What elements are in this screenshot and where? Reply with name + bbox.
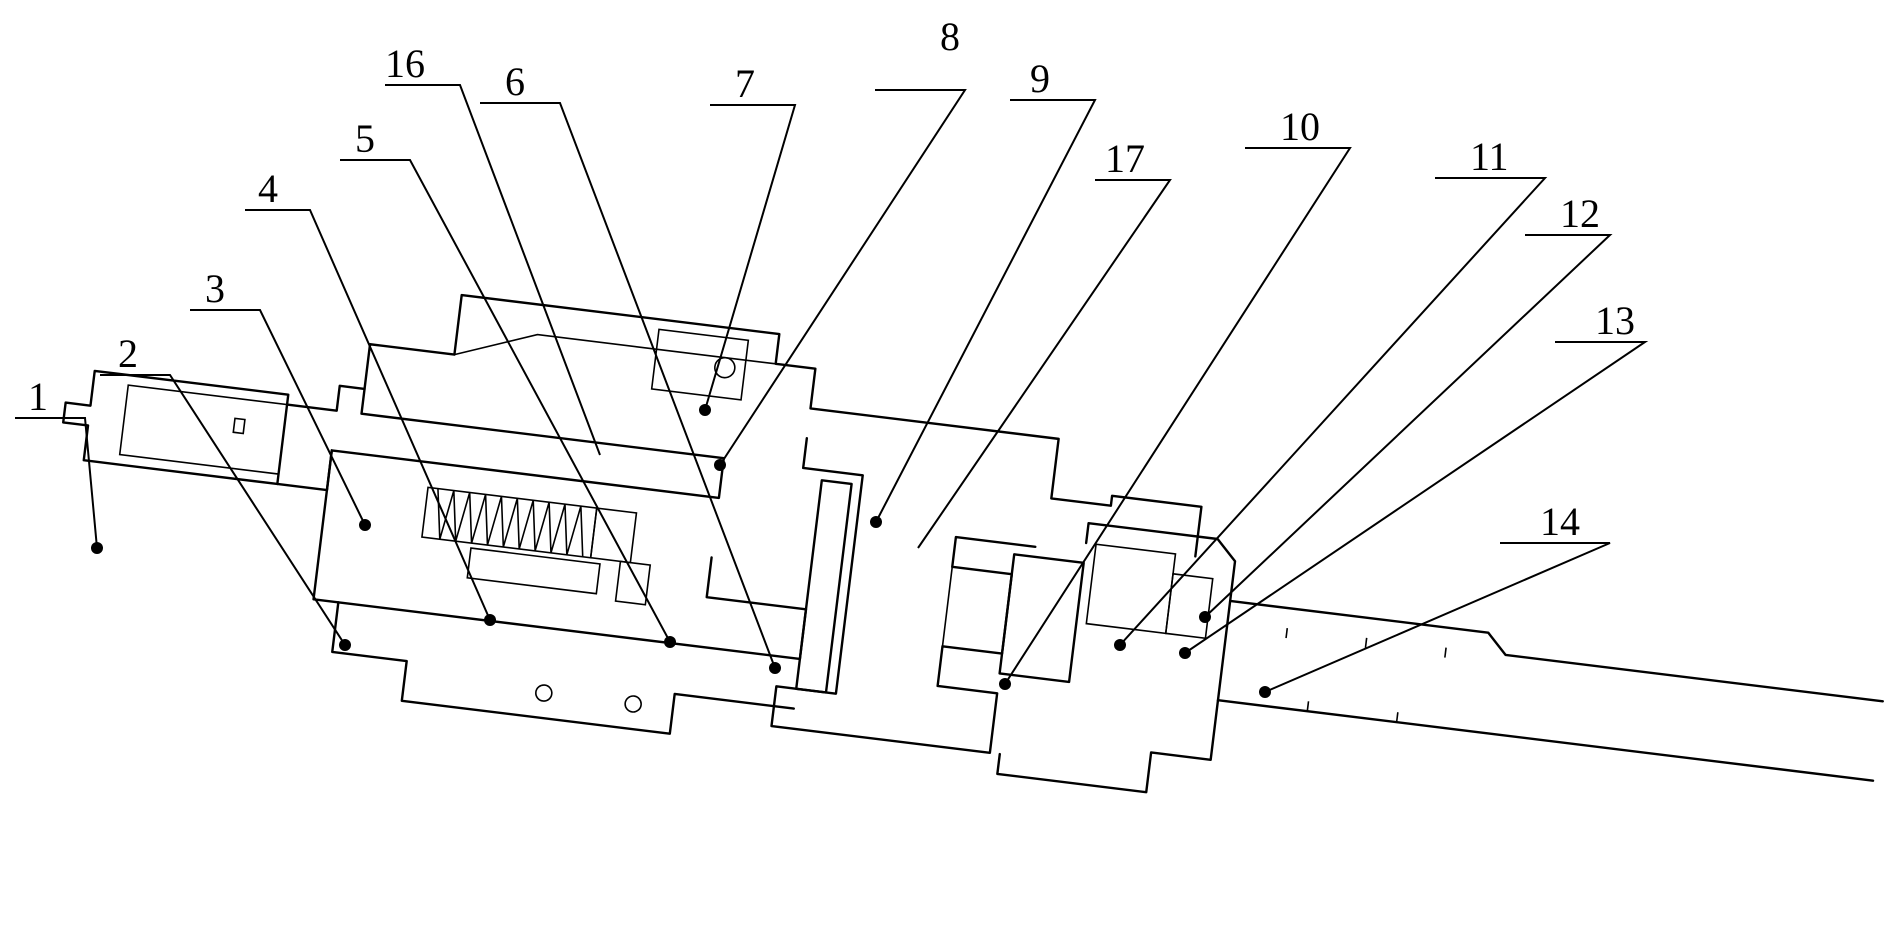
ref-numeral-6: 6 <box>505 59 525 104</box>
ref-numeral-4: 4 <box>258 166 278 211</box>
ref-numeral-12: 12 <box>1560 191 1600 236</box>
ref-numeral-5: 5 <box>355 116 375 161</box>
part-14-cable <box>1216 599 1884 782</box>
ref-numeral-17: 17 <box>1105 136 1145 181</box>
ref-numeral-7: 7 <box>735 61 755 106</box>
ref-numeral-14: 14 <box>1540 499 1580 544</box>
part-11-12-13-rear-nut <box>996 521 1237 794</box>
part-6-7-8-coupling <box>331 293 1203 735</box>
part-1-plug <box>62 369 290 486</box>
leader-lines <box>15 84 1649 698</box>
ref-numeral-3: 3 <box>205 266 225 311</box>
ref-numeral-2: 2 <box>118 331 138 376</box>
assembly-outline <box>62 293 1884 794</box>
part-9-10-17-body <box>770 436 1085 755</box>
part-4-5-spring <box>421 486 652 606</box>
ref-numeral-8: 8 <box>940 14 960 59</box>
reference-numerals: 1 2 3 4 5 16 6 7 8 9 17 10 11 12 13 14 <box>28 14 1635 544</box>
ref-numeral-9: 9 <box>1030 56 1050 101</box>
ref-numeral-16: 16 <box>385 41 425 86</box>
ref-numeral-1: 1 <box>28 374 48 419</box>
ref-numeral-10: 10 <box>1280 104 1320 149</box>
ref-numeral-13: 13 <box>1595 298 1635 343</box>
ref-numeral-11: 11 <box>1470 134 1509 179</box>
